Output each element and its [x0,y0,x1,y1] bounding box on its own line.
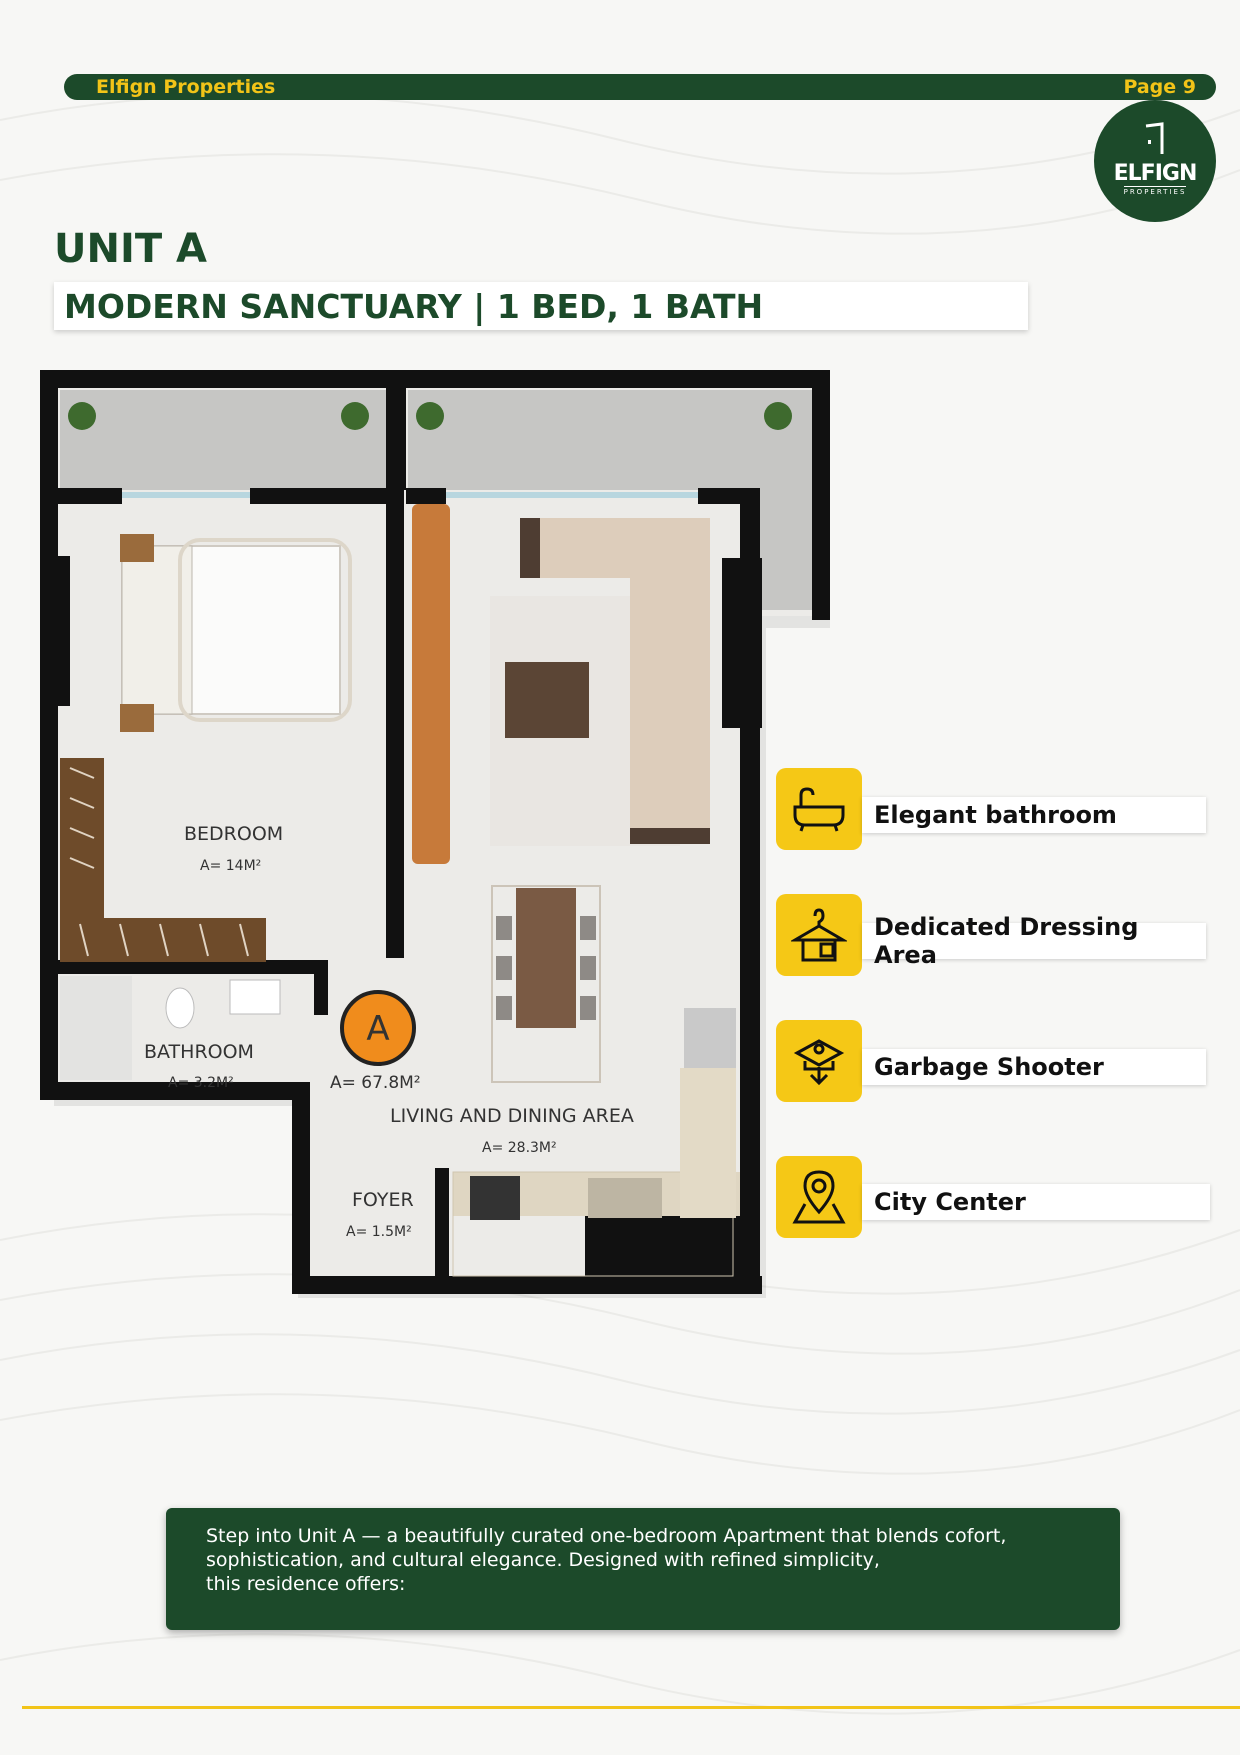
building-icon [1145,122,1164,154]
room-area-foyer: A= 1.5M² [346,1224,412,1240]
kitchen-sink [588,1178,662,1218]
unit-subtitle-box: MODERN SANCTUARY | 1 BED, 1 BATH [54,282,1028,330]
toilet [165,987,195,1029]
room-label-foyer: FOYER [352,1189,414,1211]
tv-console [412,504,450,864]
feature-label: Garbage Shooter [874,1053,1104,1081]
fridge [684,1008,736,1068]
feature-label-box: Dedicated Dressing Area [862,913,1206,969]
footer-divider [22,1706,1240,1709]
feature-item: Elegant bathroom [776,768,1216,850]
unit-total-area: A= 67.8M² [330,1073,421,1093]
dining-chairs [496,916,596,1020]
unit-marker-badge [340,990,416,1066]
room-label-bathroom: BATHROOM [144,1041,254,1063]
room-label-living: LIVING AND DINING AREA [390,1105,634,1127]
unit-marker-letter: A [366,1009,389,1049]
feature-label: City Center [874,1188,1026,1216]
wardrobe [60,758,104,918]
bathtub-icon [776,768,862,850]
floor-plan: BEDROOM A= 14M² BATHROOM A= 3.2M² LIVING… [40,370,830,1298]
brand-name: Elfign Properties [96,76,276,98]
balcony-plants [68,402,792,430]
feature-item: Dedicated Dressing Area [776,894,1216,976]
room-area-bedroom: A= 14M² [200,858,261,874]
unit-subtitle: MODERN SANCTUARY | 1 BED, 1 BATH [64,286,764,326]
description-box: Step into Unit A — a beautifully curated… [166,1508,1120,1630]
living-balcony [408,390,818,490]
garbage-chute-icon [776,1020,862,1102]
feature-label-box: Garbage Shooter [862,1049,1206,1085]
walls [40,370,830,1294]
stovetop [470,1176,520,1220]
header-bar: Elfign Properties Page 9 [64,74,1216,100]
feature-label: Elegant bathroom [874,801,1117,829]
dining-table [516,888,576,1028]
unit-title: UNIT A [54,226,208,272]
room-area-living: A= 28.3M² [482,1140,557,1156]
sofa [520,518,710,838]
feature-label-box: Elegant bathroom [862,797,1206,833]
coffee-table [505,662,589,738]
bedroom-balcony [60,390,390,490]
feature-label-box: City Center [862,1184,1210,1220]
page-number: Page 9 [1123,76,1196,98]
location-pin-icon [776,1156,862,1238]
bathroom-sink [229,979,281,1015]
logo-wordmark: ELFIGN [1113,160,1198,186]
hanger-icon [776,894,862,976]
feature-item: Garbage Shooter [776,1020,1216,1102]
room-area-bathroom: A= 3.2M² [168,1075,234,1091]
feature-item: City Center [776,1156,1216,1238]
feature-label: Dedicated Dressing Area [874,913,1139,969]
room-label-bedroom: BEDROOM [184,823,283,845]
logo-subtitle: PROPERTIES [1123,185,1187,196]
description-text: Step into Unit A — a beautifully curated… [206,1525,1007,1595]
company-logo: ELFIGN PROPERTIES [1094,100,1216,222]
